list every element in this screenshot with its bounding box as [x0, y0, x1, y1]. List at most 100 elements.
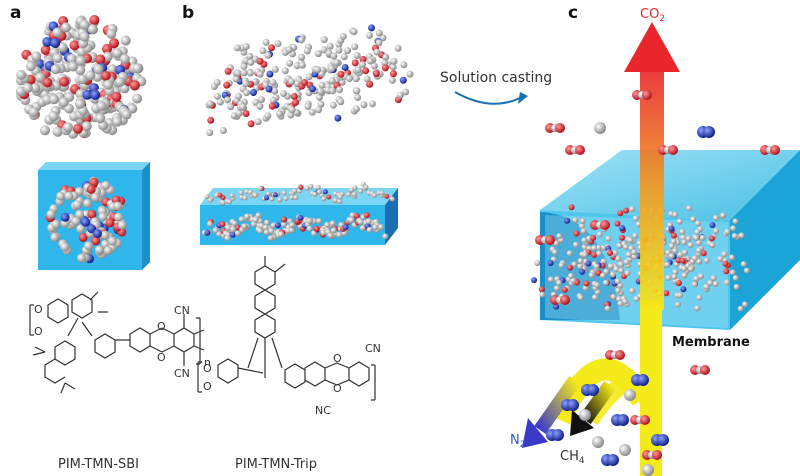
carbon-atom — [240, 63, 248, 71]
carbon-atom — [617, 300, 624, 307]
carbon-atom — [318, 81, 326, 89]
carbon-atom — [680, 234, 687, 241]
carbon-atom — [293, 194, 299, 200]
carbon-atom — [686, 205, 693, 212]
oxygen-atom — [89, 177, 99, 187]
carbon-atom — [113, 201, 123, 211]
nitrogen-atom — [50, 37, 61, 48]
carbon-atom — [306, 225, 313, 232]
carbon-atom — [315, 184, 321, 190]
oxygen-atom — [723, 268, 730, 275]
carbon-atom — [337, 194, 343, 200]
carbon-atom — [359, 61, 367, 69]
carbon-atom — [618, 261, 625, 268]
carbon-atom — [366, 57, 374, 65]
carbon-atom — [324, 221, 331, 228]
nitrogen-atom — [309, 85, 317, 93]
carbon-atom — [241, 223, 248, 230]
atom-o: O — [203, 380, 212, 393]
nitrogen-atom — [619, 225, 626, 232]
carbon-atom — [681, 265, 688, 272]
carbon-atom — [106, 28, 117, 39]
carbon-atom — [353, 51, 361, 59]
carbon-atom — [534, 260, 541, 267]
carbon-atom — [120, 35, 131, 46]
nitrogen-atom — [607, 454, 619, 466]
carbon-atom — [225, 224, 232, 231]
carbon-atom — [327, 232, 334, 239]
carbon-atom — [627, 237, 634, 244]
oxygen-atom — [679, 257, 686, 264]
oxygen-atom — [40, 45, 51, 56]
carbon-atom — [95, 113, 106, 124]
nitrogen-atom — [42, 36, 53, 47]
carbon-atom — [64, 191, 74, 201]
carbon-atom — [333, 59, 341, 67]
carbon-atom — [269, 78, 277, 86]
nitrogen-atom — [81, 217, 91, 227]
oxygen-atom — [326, 194, 332, 200]
carbon-atom — [235, 92, 243, 100]
carbon-atom — [591, 245, 598, 252]
carbon-atom — [229, 192, 235, 198]
carbon-atom — [733, 283, 740, 290]
carbon-atom — [604, 305, 611, 312]
carbon-atom — [353, 87, 361, 95]
carbon-atom — [288, 106, 296, 114]
carbon-atom — [676, 218, 683, 225]
carbon-atom — [90, 193, 100, 203]
oxygen-atom — [109, 38, 120, 49]
carbon-atom — [642, 464, 654, 476]
oxygen-atom — [668, 145, 678, 155]
carbon-atom — [694, 305, 701, 312]
carbon-atom — [293, 62, 301, 70]
n2-retentate-arrow — [522, 375, 581, 448]
carbon-atom — [56, 191, 66, 201]
oxygen-atom — [89, 14, 100, 25]
carbon-atom — [50, 64, 61, 75]
carbon-atom — [577, 257, 584, 264]
membrane — [540, 150, 800, 330]
atom-o: O — [34, 303, 43, 316]
carbon-atom — [687, 242, 694, 249]
carbon-atom — [696, 258, 703, 265]
carbon-atom — [710, 275, 717, 282]
carbon-atom — [238, 216, 245, 223]
carbon-atom — [312, 191, 318, 197]
carbon-atom — [691, 281, 698, 288]
carbon-atom — [697, 273, 704, 280]
carbon-atom — [740, 261, 747, 268]
carbon-atom — [87, 24, 98, 35]
carbon-atom — [344, 47, 352, 55]
carbon-atom — [60, 242, 70, 252]
carbon-atom — [267, 235, 274, 242]
carbon-atom — [582, 285, 589, 292]
carbon-atom — [394, 44, 402, 52]
nitrogen-atom — [703, 126, 715, 138]
carbon-atom — [685, 235, 692, 242]
carbon-atom — [257, 96, 265, 104]
carbon-atom — [340, 53, 348, 61]
carbon-atom — [348, 217, 355, 224]
carbon-atom — [743, 267, 750, 274]
carbon-atom — [724, 228, 731, 235]
carbon-atom — [297, 188, 303, 194]
cyano-group: CN — [365, 342, 381, 355]
carbon-atom — [329, 101, 337, 109]
oxygen-atom — [366, 80, 374, 88]
nitrogen-atom — [274, 222, 281, 229]
carbon-atom — [107, 64, 118, 75]
polymer-chain-in-film-trip — [201, 181, 395, 242]
carbon-atom — [79, 19, 90, 30]
carbon-atom — [247, 189, 253, 195]
carbon-atom — [286, 59, 294, 67]
process-arrowhead-icon — [518, 92, 528, 104]
carbon-atom — [243, 213, 250, 220]
carbon-atom — [328, 65, 336, 73]
carbon-atom — [66, 53, 77, 64]
carbon-atom — [326, 42, 334, 50]
carbon-atom — [406, 70, 414, 78]
carbon-atom — [690, 216, 697, 223]
carbon-atom — [717, 255, 724, 262]
